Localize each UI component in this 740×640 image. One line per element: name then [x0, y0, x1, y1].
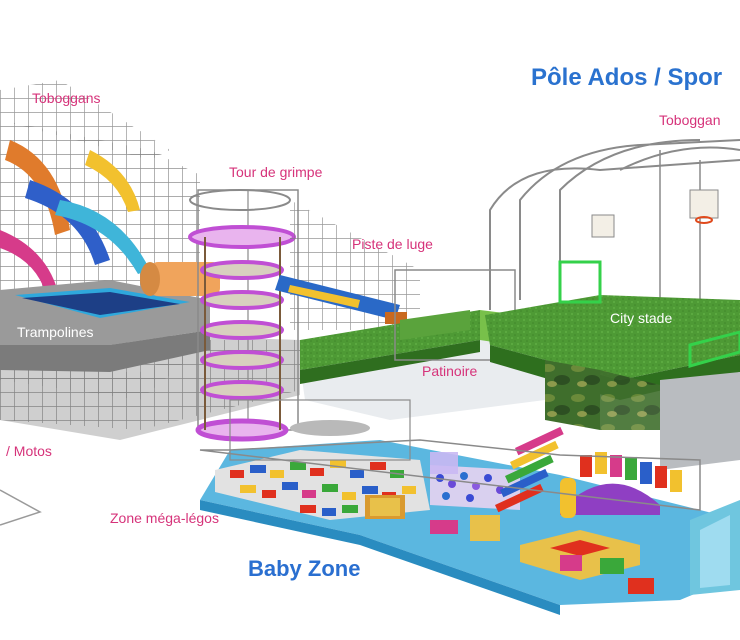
- label-pole-ados: Pôle Ados / Spor: [531, 64, 723, 91]
- rainbow-steps: [494, 426, 564, 513]
- label-patinoire: Patinoire: [422, 363, 478, 379]
- label-piste-de-luge: Piste de luge: [352, 236, 433, 252]
- label-city-stade: City stade: [610, 310, 673, 326]
- climbing-tower: [188, 189, 370, 442]
- label-toboggans: Toboggans: [32, 90, 101, 106]
- label-motos: / Motos: [6, 443, 52, 459]
- label-baby-zone: Baby Zone: [248, 556, 361, 581]
- label-trampolines: Trampolines: [17, 324, 94, 340]
- label-tour-de-grimpe: Tour de grimpe: [229, 164, 323, 180]
- sledge-track: [275, 200, 420, 330]
- label-zone-mega-legos: Zone méga-légos: [110, 510, 219, 526]
- sports-dome: [485, 139, 740, 470]
- label-toboggan-right: Toboggan: [659, 112, 721, 128]
- baby-zone: [199, 399, 740, 615]
